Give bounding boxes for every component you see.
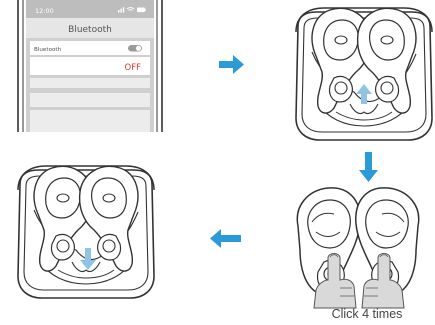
- toggle-switch[interactable]: [128, 45, 142, 52]
- list-row: [30, 78, 150, 88]
- earbuds-tap-illustration: [297, 188, 418, 308]
- list-row: [30, 93, 150, 107]
- screen-title: Bluetooth: [68, 25, 112, 35]
- arrow-left-icon: [210, 229, 241, 248]
- arrow-right-icon: [219, 55, 244, 74]
- phone-panel: 12:00 Bluetooth Bluetooth: [18, 0, 162, 155]
- charging-case-top-right: [296, 8, 432, 140]
- click-instruction-caption: Click 4 times: [332, 307, 403, 321]
- bluetooth-state-off: OFF: [125, 63, 142, 73]
- arrow-down-icon: [359, 152, 378, 182]
- list-row: [30, 110, 150, 132]
- charging-case-bottom-left: [18, 166, 154, 298]
- battery-icon: [137, 8, 146, 13]
- status-time: 12:00: [35, 7, 54, 15]
- bluetooth-row-label: Bluetooth: [34, 47, 62, 53]
